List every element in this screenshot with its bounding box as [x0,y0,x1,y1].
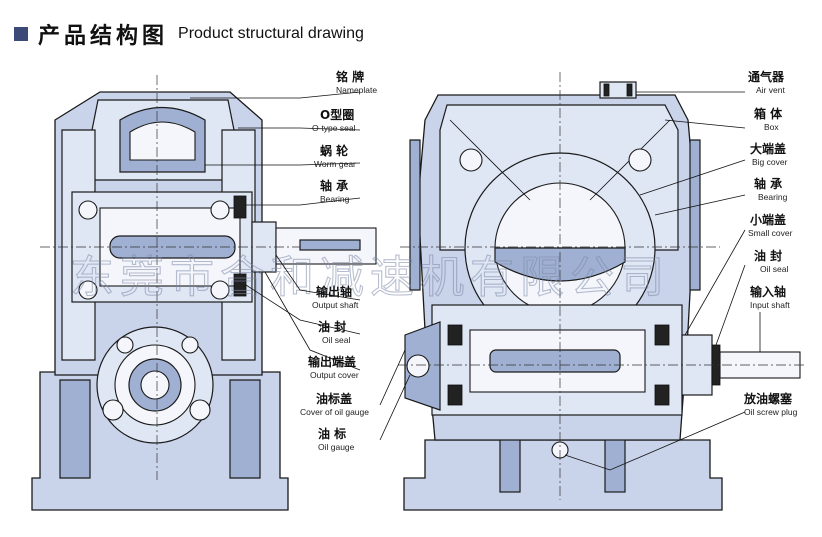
label-air-vent-cn: 通气器 [748,69,785,84]
label-input-shaft-cn: 输入轴 [750,284,786,299]
front-bearing-left-bottom [447,384,463,406]
leader-nameplate [190,91,361,99]
leader-o-seal [238,127,361,131]
leader-output-shaft [275,254,361,301]
leader-bearing-l [246,197,361,206]
label-output-cover-cn: 输出端盖 [308,354,356,369]
page-title: 产品结构图 [38,24,169,49]
label-nameplate-en: Nameplate [336,85,377,95]
label-oil-plug-en: Oil screw plug [744,407,798,417]
front-view [398,72,805,511]
side-worm-center [140,370,170,400]
watermark-text: 东莞市合和减速机有限公司 [70,252,670,303]
page-subtitle: Product structural drawing [178,25,364,42]
front-oil-gauge [406,354,430,378]
label-output-cover-en: Output cover [310,370,359,380]
front-fin-left [409,139,421,291]
label-input-shaft-en: Input shaft [750,300,790,310]
right-labels: 通气器 Air vent 箱 体 Box 大端盖 Big cover 轴 承 B… [743,69,798,417]
front-base [403,439,723,511]
leader-output-cover [264,271,361,371]
side-bolt-6 [189,399,211,421]
label-air-vent-en: Air vent [756,85,785,95]
front-rib-1 [449,119,531,201]
label-output-shaft-en: Output shaft [312,300,359,310]
label-oil-gauge-cn: 油 标 [318,426,346,441]
leader-gauge-cover [379,349,406,406]
label-worm-gear-cn: 蜗 轮 [320,143,349,158]
left-leaders [190,91,411,441]
title-square-icon [14,27,28,41]
label-worm-gear-en: Worm gear [314,159,356,169]
front-bearing-bottom [654,384,670,406]
side-bolt-5 [102,399,124,421]
label-oil-seal-l-cn: 油 封 [318,319,346,334]
label-oil-seal-r-en: Oil seal [760,264,788,274]
label-oil-plug-cn: 放油螺塞 [743,391,793,406]
front-air-vent-r [626,83,633,97]
label-bearing-r-en: Bearing [758,192,788,202]
label-bearing-l-cn: 轴 承 [320,178,348,193]
side-bolt-7 [116,336,134,354]
label-oil-gauge-en: Oil gauge [318,442,355,452]
label-small-cover-cn: 小端盖 [750,212,786,227]
label-box-en: Box [764,122,779,132]
front-bolt-1 [459,148,483,172]
left-labels: 铭 牌 Nameplate O型圈 O-type seal 蜗 轮 Worm g… [300,69,377,452]
label-o-seal-en: O-type seal [312,123,356,133]
front-fin-right [689,139,701,291]
front-worm [489,349,621,373]
label-big-cover-cn: 大端盖 [750,141,786,156]
leader-oil-seal-l [245,284,361,335]
label-small-cover-en: Small cover [748,228,793,238]
front-foot-right [604,431,626,493]
side-bolt-2 [78,280,98,300]
label-output-shaft-cn: 输出轴 [316,284,352,299]
leader-box [664,119,746,129]
leader-big-cover [639,159,746,196]
label-bearing-l-en: Bearing [320,194,350,204]
front-air-vent-l [603,83,610,97]
label-gauge-cover-en: Cover of oil gauge [300,407,369,417]
front-gear-segment [494,247,626,282]
side-bolt-1 [78,200,98,220]
side-worm-gear-inner [129,121,196,161]
label-bearing-r-cn: 轴 承 [754,176,782,191]
front-bolt-2 [628,148,652,172]
label-nameplate-cn: 铭 牌 [336,69,364,84]
side-bolt-8 [181,336,199,354]
label-gauge-cover-cn: 油标盖 [316,391,352,406]
label-oil-seal-l-en: Oil seal [322,335,350,345]
side-base-ribs [59,379,261,479]
label-oil-seal-r-cn: 油 封 [754,248,782,263]
right-leaders [564,91,761,471]
leader-oil-seal-r [715,264,746,346]
leader-small-cover [684,229,746,336]
front-bearing-left-top [447,324,463,346]
side-output-key [299,239,361,251]
side-bolt-4 [210,280,230,300]
label-big-cover-en: Big cover [752,157,788,167]
label-box-cn: 箱 体 [754,106,783,121]
leader-oil-plug [564,411,746,471]
leader-worm-gear [205,162,361,166]
front-foot-left [499,431,521,493]
side-view [31,75,377,511]
leader-bearing-r [654,194,746,216]
header: 产品结构图 Product structural drawing [14,20,364,49]
side-bearing-top [233,195,247,219]
label-o-seal-cn: O型圈 [320,107,354,122]
leader-oil-gauge [379,374,411,441]
front-bearing-top [654,324,670,346]
side-bolt-3 [210,200,230,220]
